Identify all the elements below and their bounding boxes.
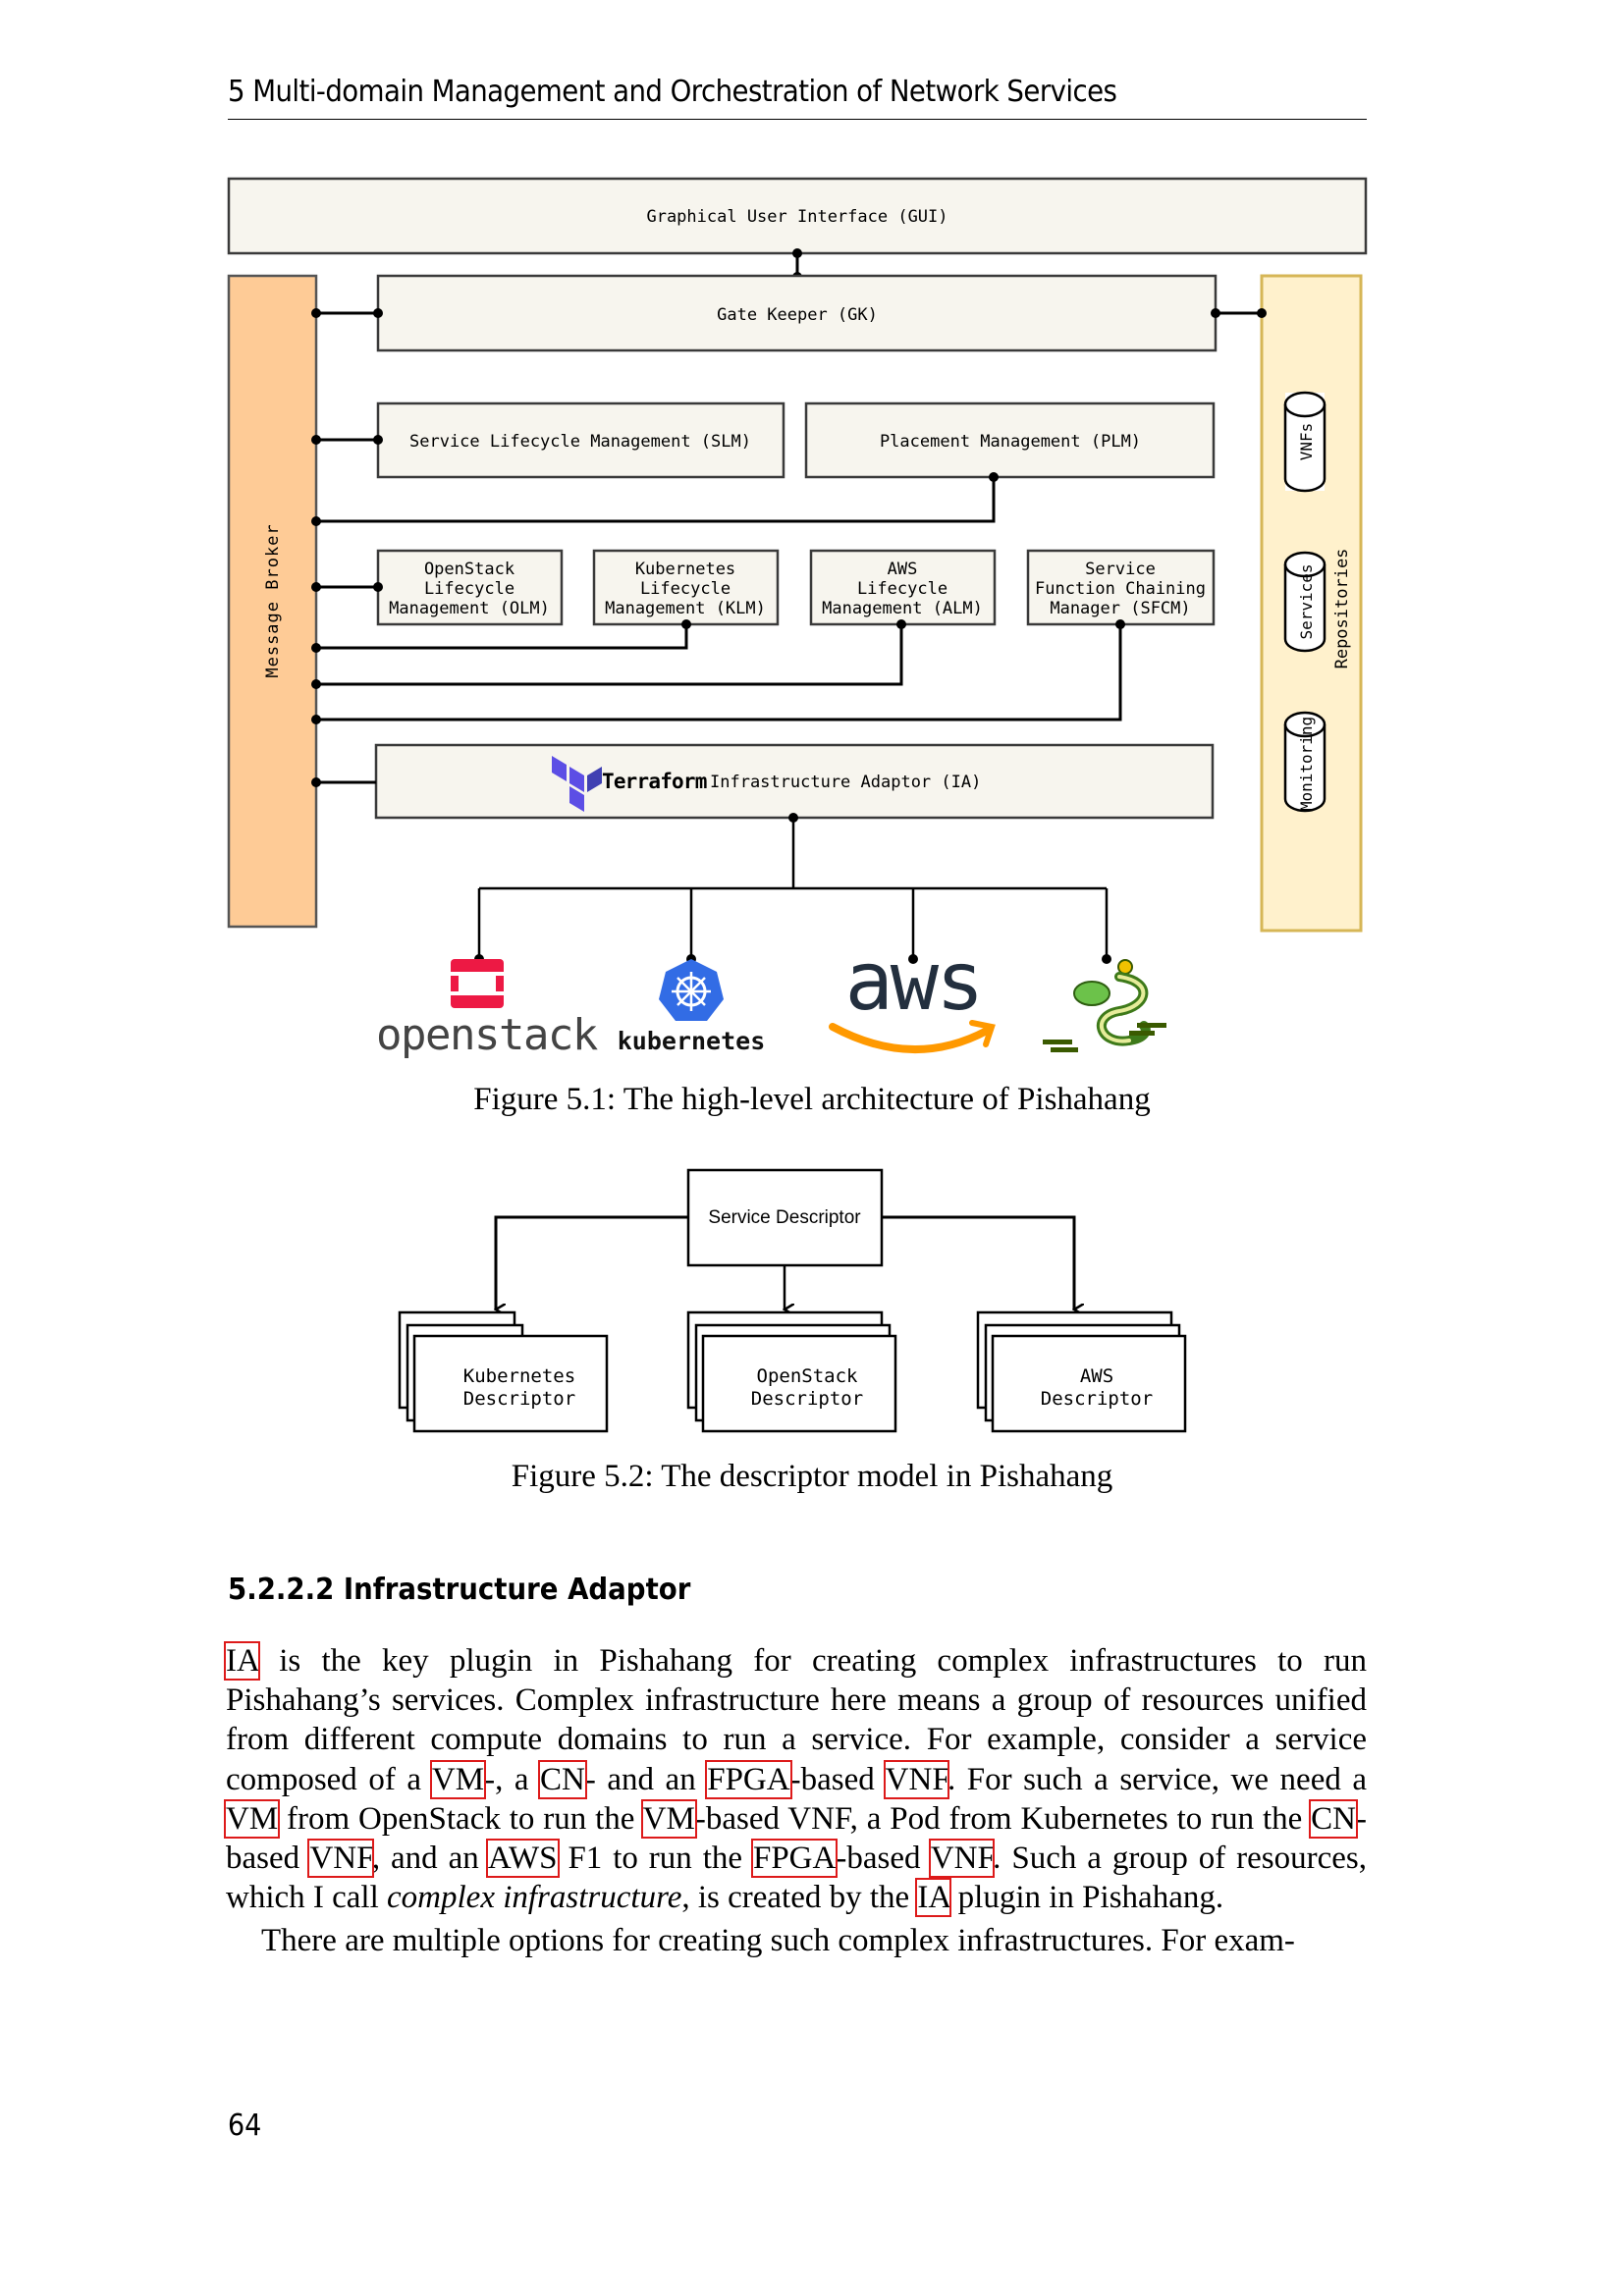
- message-broker: Message Broker: [227, 274, 318, 929]
- repo-monitoring-label: Monitoring: [1297, 717, 1316, 811]
- section-heading: 5.2.2.2 Infrastructure Adaptor: [228, 1573, 691, 1607]
- descriptor-diagram: Service Descriptor Kubernetes Descriptor…: [398, 1168, 1187, 1433]
- text-run: , is created by the: [681, 1880, 918, 1916]
- text-run: F1 to run the: [557, 1841, 753, 1877]
- terraform-label: Terraform: [602, 770, 707, 793]
- acronym-link-vm[interactable]: VM: [640, 1798, 697, 1839]
- gui-label: Graphical User Interface (GUI): [646, 207, 947, 227]
- ia-box: Terraform Infrastructure Adaptor (IA): [374, 743, 1215, 820]
- text-run: , and an: [371, 1841, 488, 1877]
- body-text: IA is the key plugin in Pishahang for cr…: [223, 1641, 1368, 1961]
- acronym-link-ia[interactable]: IA: [915, 1878, 952, 1918]
- slm-label: Service Lifecycle Management (SLM): [409, 432, 751, 452]
- figure2-caption: Figure 5.2: The descriptor model in Pish…: [511, 1459, 1113, 1494]
- acronym-link-vnf[interactable]: VNF: [883, 1759, 950, 1799]
- sfcm-label-1: Service: [1085, 560, 1156, 579]
- page-number: 64: [228, 2109, 262, 2143]
- service-descriptor-box: Service Descriptor: [686, 1168, 884, 1267]
- openstack-descriptor-stack: OpenStack Descriptor: [686, 1310, 897, 1433]
- repo-services-icon: Services: [1283, 551, 1326, 653]
- service-descriptor-label: Service Descriptor: [708, 1207, 861, 1228]
- acronym-link-vm[interactable]: VM: [223, 1798, 281, 1839]
- repo-vnfs-icon: VNFs: [1283, 391, 1326, 493]
- kubernetes-descriptor-label-2: Descriptor: [463, 1388, 575, 1410]
- repo-services-label: Services: [1297, 563, 1316, 639]
- text-run: - and an: [584, 1761, 708, 1797]
- acronym-link-ia[interactable]: IA: [224, 1641, 260, 1681]
- olm-box: OpenStack Lifecycle Management (OLM): [376, 549, 564, 626]
- sfcm-label-2: Function Chaining: [1035, 579, 1206, 599]
- acronym-link-fpga[interactable]: FPGA: [705, 1759, 792, 1799]
- alm-label-3: Management (ALM): [822, 599, 983, 618]
- aws-descriptor-stack: AWS Descriptor: [976, 1310, 1187, 1433]
- text-run: -based: [789, 1761, 886, 1797]
- text-run: -based: [836, 1841, 931, 1877]
- alm-box: AWS Lifecycle Management (ALM): [809, 549, 997, 626]
- klm-label-1: Kubernetes: [635, 560, 735, 579]
- plm-box: Placement Management (PLM): [804, 401, 1216, 479]
- acronym-link-cn[interactable]: CN: [538, 1759, 587, 1799]
- aws-descriptor-label-2: Descriptor: [1041, 1388, 1153, 1410]
- gatekeeper-label: Gate Keeper (GK): [717, 305, 878, 325]
- text-run: . Such a group of resources, which I cal…: [226, 1841, 1368, 1916]
- gui-box: Graphical User Interface (GUI): [227, 177, 1368, 255]
- text-run: . For such a service, we need a: [947, 1761, 1367, 1797]
- sfcm-label-3: Manager (SFCM): [1050, 599, 1190, 618]
- text-run: plugin in Pishahang.: [949, 1880, 1224, 1916]
- repo-vnfs-label: VNFs: [1297, 423, 1316, 461]
- acronym-link-vnf[interactable]: VNF: [928, 1839, 996, 1879]
- kubernetes-descriptor-label-1: Kubernetes: [463, 1365, 575, 1387]
- olm-label-3: Management (OLM): [389, 599, 550, 618]
- openstack-descriptor-label-1: OpenStack: [757, 1365, 859, 1387]
- text-run: -based: [226, 1800, 1367, 1877]
- text-run: is the key plugin in Pishahang for creat…: [226, 1643, 1367, 1797]
- sfcm-box: Service Function Chaining Manager (SFCM): [1026, 549, 1216, 626]
- architecture-diagram: Graphical User Interface (GUI) Message B…: [227, 177, 1368, 1060]
- kubernetes-logo-label: kubernetes: [618, 1027, 766, 1055]
- header-rule: [228, 119, 1367, 120]
- acronym-link-fpga[interactable]: FPGA: [750, 1839, 839, 1879]
- ia-label: Infrastructure Adaptor (IA): [710, 773, 981, 792]
- repositories-label: Repositories: [1332, 549, 1352, 669]
- text-run: from OpenStack to run the: [278, 1800, 643, 1837]
- paragraph-1: IA is the key plugin in Pishahang for cr…: [223, 1641, 1368, 1918]
- emphasis-text: complex infrastructure: [387, 1880, 682, 1916]
- message-broker-label: Message Broker: [263, 523, 283, 677]
- olm-label-2: Lifecycle: [424, 579, 514, 599]
- running-header: 5 Multi-domain Management and Orchestrat…: [228, 75, 1117, 109]
- alm-label-2: Lifecycle: [857, 579, 947, 599]
- paragraph-2: There are multiple options for creating …: [261, 1923, 1295, 1959]
- terraform-icon: [552, 756, 602, 812]
- klm-label-3: Management (KLM): [605, 599, 766, 618]
- aws-logo-icon: aws: [829, 935, 996, 1053]
- openstack-logo-icon: openstack: [376, 959, 599, 1060]
- aws-descriptor-label-1: AWS: [1080, 1365, 1113, 1387]
- acronym-link-aws[interactable]: AWS: [485, 1839, 560, 1879]
- figure1-caption: Figure 5.1: The high-level architecture …: [473, 1082, 1151, 1117]
- acronym-link-vm[interactable]: VM: [429, 1759, 487, 1799]
- acronym-link-cn[interactable]: CN: [1309, 1798, 1358, 1839]
- dragon-logo-icon: [1043, 959, 1166, 1052]
- text-run: -based VNF, a Pod from Kubernetes to run…: [694, 1800, 1312, 1837]
- kubernetes-descriptor-stack: Kubernetes Descriptor: [398, 1310, 609, 1433]
- klm-label-2: Lifecycle: [640, 579, 731, 599]
- openstack-descriptor-label-2: Descriptor: [751, 1388, 863, 1410]
- slm-box: Service Lifecycle Management (SLM): [376, 401, 785, 479]
- acronym-link-vnf[interactable]: VNF: [307, 1839, 374, 1879]
- klm-box: Kubernetes Lifecycle Management (KLM): [592, 549, 780, 626]
- olm-label-1: OpenStack: [424, 560, 514, 579]
- repo-monitoring-icon: Monitoring: [1283, 711, 1326, 813]
- gatekeeper-box: Gate Keeper (GK): [376, 274, 1218, 352]
- text-run: -, a: [484, 1761, 541, 1797]
- openstack-logo-label: openstack: [376, 1010, 598, 1060]
- plm-label: Placement Management (PLM): [880, 432, 1141, 452]
- aws-logo-label: aws: [844, 935, 981, 1029]
- alm-label-1: AWS: [888, 560, 918, 579]
- kubernetes-logo-icon: kubernetes: [618, 959, 766, 1055]
